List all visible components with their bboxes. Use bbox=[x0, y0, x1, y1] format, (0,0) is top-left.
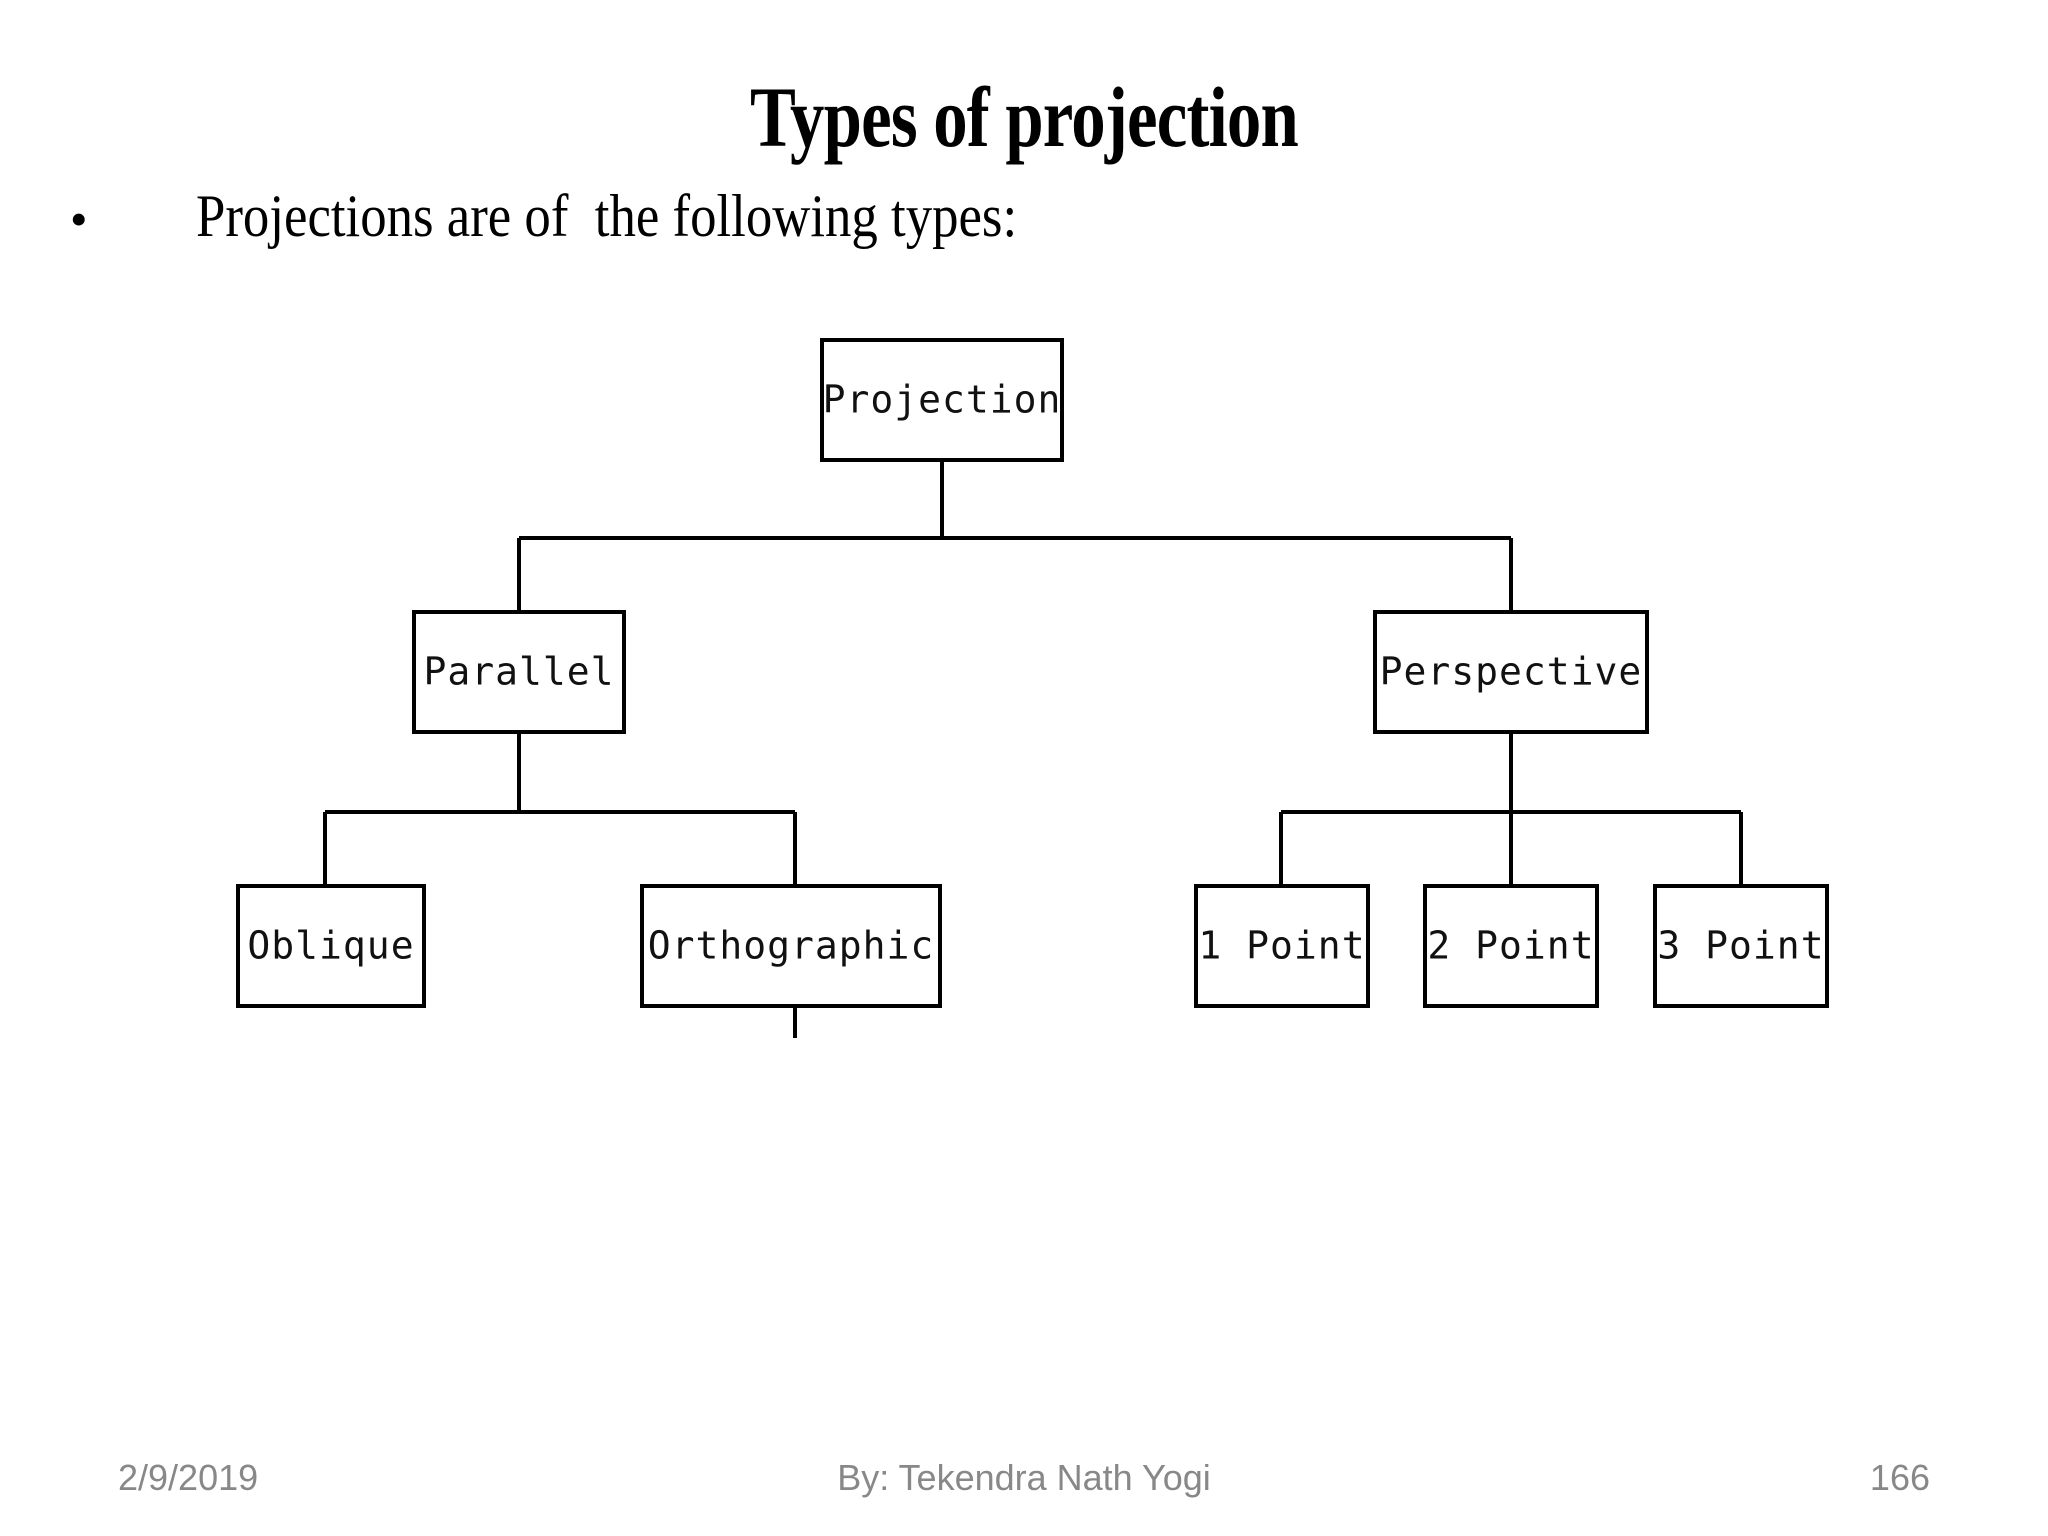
bullet-item-label: Projections are of the following types: bbox=[195, 183, 1018, 249]
footer-page-number: 166 bbox=[1869, 1457, 1930, 1498]
node-two-point-box[interactable] bbox=[1423, 884, 1599, 1008]
node-one-point-box[interactable] bbox=[1194, 884, 1370, 1008]
node-parallel-label: Parallel bbox=[423, 650, 614, 694]
footer-author: By: Tekendra Nath Yogi bbox=[837, 1457, 1211, 1498]
node-three-point-box[interactable] bbox=[1653, 884, 1829, 1008]
bullet-marker-icon: • bbox=[70, 191, 88, 247]
projection-tree-diagram: Projection Parallel Perspective Oblique … bbox=[0, 320, 2048, 1040]
node-parallel[interactable]: Parallel bbox=[412, 610, 626, 734]
page-title: Types of projection bbox=[750, 68, 1299, 165]
node-one-point[interactable]: 1 Point bbox=[1194, 884, 1370, 1008]
node-perspective-box[interactable] bbox=[1373, 610, 1649, 734]
node-oblique-label: Oblique bbox=[247, 924, 414, 968]
connector-group bbox=[323, 460, 1743, 1038]
node-orthographic[interactable]: Orthographic bbox=[640, 884, 942, 1008]
node-oblique-box[interactable] bbox=[236, 884, 426, 1008]
node-perspective-label: Perspective bbox=[1380, 650, 1643, 694]
node-projection[interactable]: Projection bbox=[820, 338, 1064, 462]
node-orthographic-label: Orthographic bbox=[648, 924, 935, 968]
slide-footer: 2/9/2019 By: Tekendra Nath Yogi 166 bbox=[0, 1448, 2048, 1508]
node-one-point-label: 1 Point bbox=[1198, 924, 1365, 968]
node-two-point-label: 2 Point bbox=[1427, 924, 1594, 968]
node-three-point[interactable]: 3 Point bbox=[1653, 884, 1829, 1008]
node-oblique[interactable]: Oblique bbox=[236, 884, 426, 1008]
node-perspective[interactable]: Perspective bbox=[1373, 610, 1649, 734]
node-orthographic-box[interactable] bbox=[640, 884, 942, 1008]
bullet-list-item: • Projections are of the following types… bbox=[70, 185, 1770, 248]
node-projection-label: Projection bbox=[823, 378, 1062, 422]
node-two-point[interactable]: 2 Point bbox=[1423, 884, 1599, 1008]
node-three-point-label: 3 Point bbox=[1657, 924, 1824, 968]
footer-date: 2/9/2019 bbox=[118, 1457, 259, 1498]
node-projection-box[interactable] bbox=[820, 338, 1064, 462]
tree-diagram-svg: Projection Parallel Perspective Oblique … bbox=[236, 338, 1829, 1038]
node-parallel-box[interactable] bbox=[412, 610, 626, 734]
